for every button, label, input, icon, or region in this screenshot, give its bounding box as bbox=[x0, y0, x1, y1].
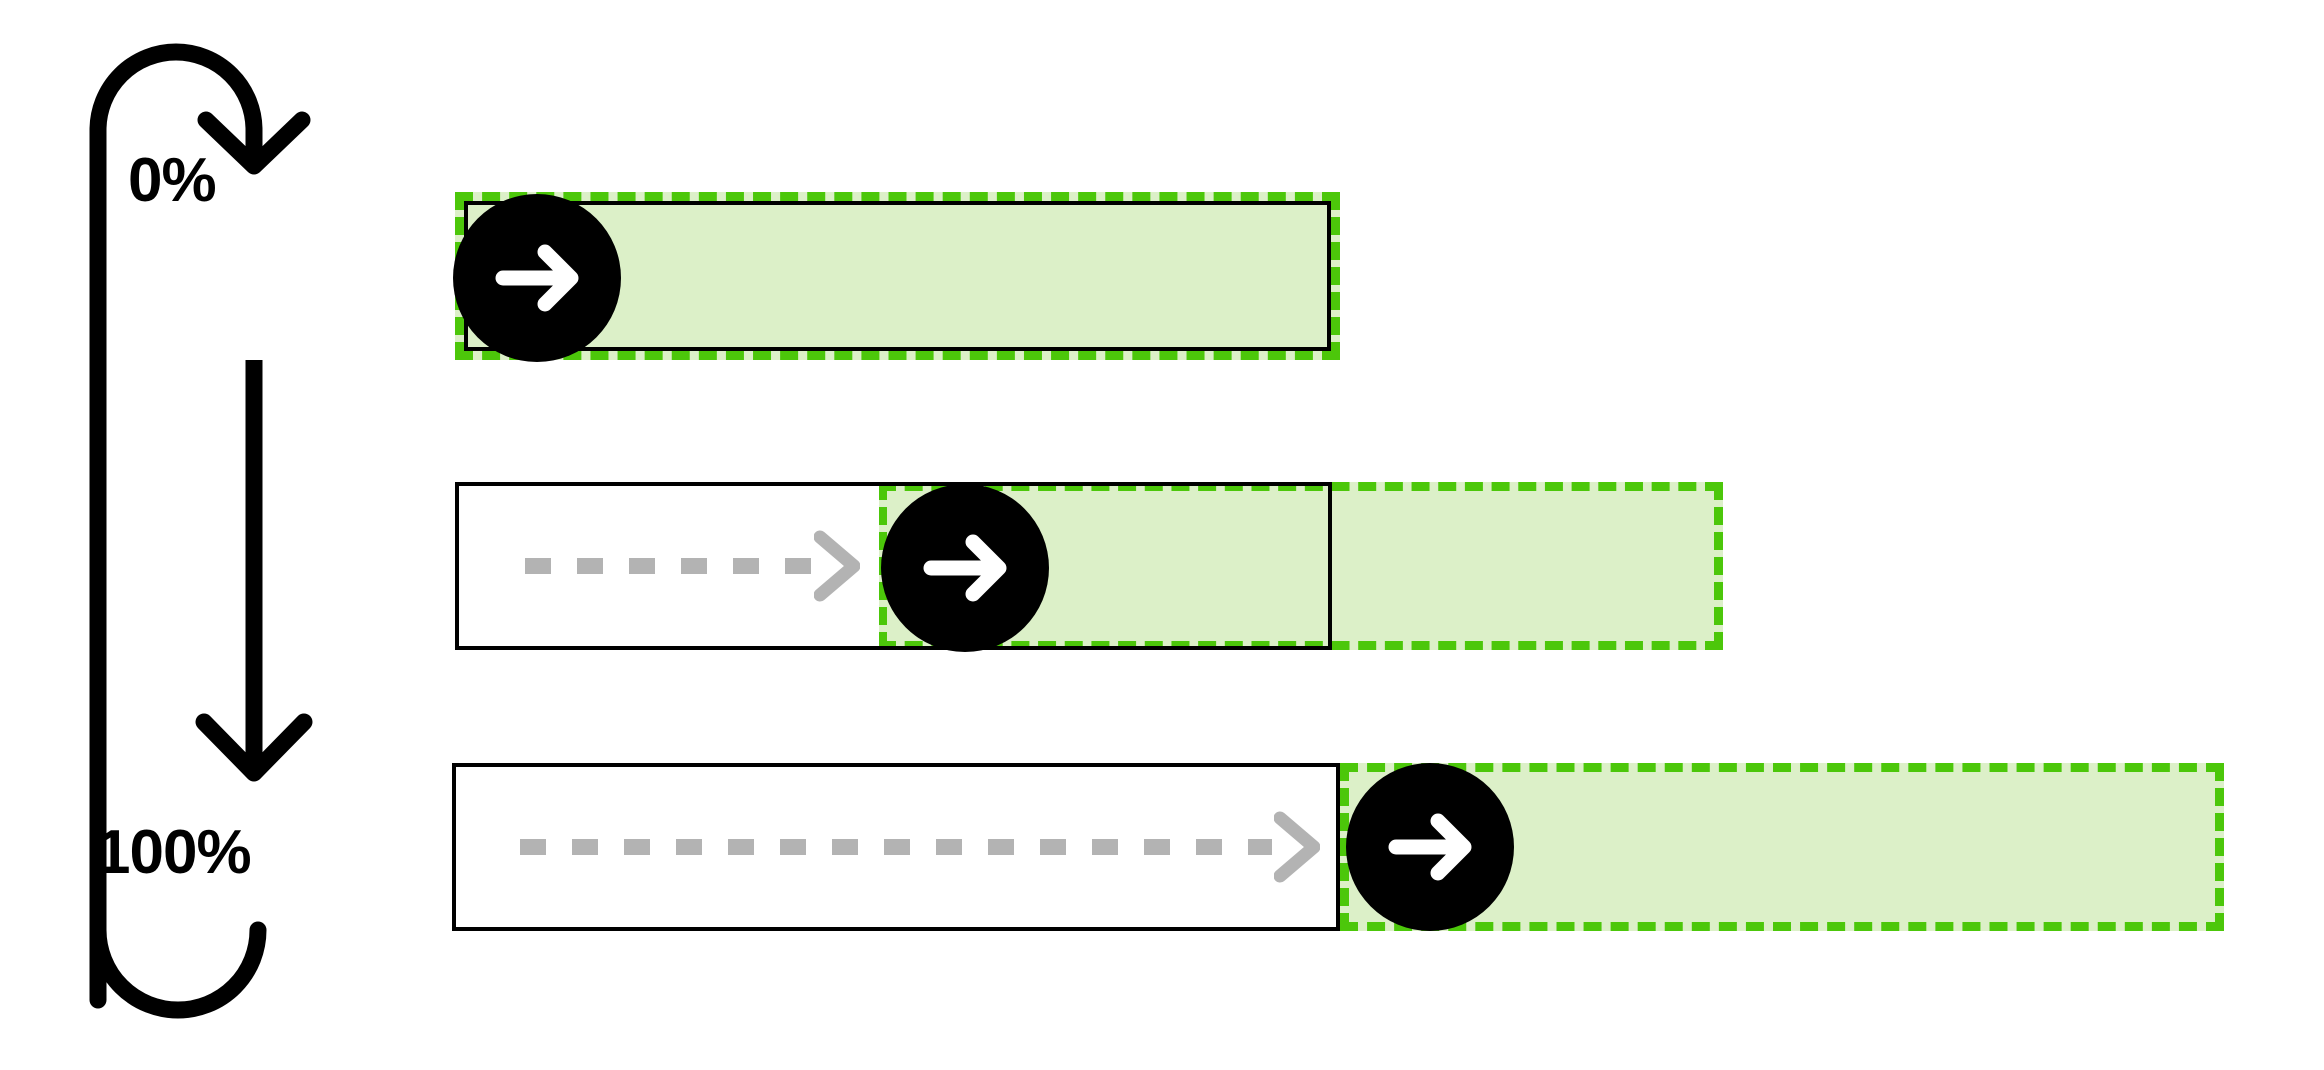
cycle-top-label: 0% bbox=[128, 146, 217, 215]
ghost-progress-track-row-mid bbox=[525, 530, 860, 602]
cycle-bottom-label: 100% bbox=[96, 818, 252, 887]
ghost-progress-track-row-100 bbox=[520, 811, 1320, 883]
arrow-right-icon bbox=[1388, 813, 1472, 881]
cycle-bottom-arrowhead bbox=[195, 713, 313, 782]
arrow-right-icon bbox=[495, 244, 579, 312]
cycle-top-arrowhead bbox=[197, 111, 311, 175]
ghost-arrow-head-icon bbox=[1274, 811, 1320, 883]
progress-knob-row-0[interactable] bbox=[453, 194, 621, 362]
progress-knob-row-mid[interactable] bbox=[881, 484, 1049, 652]
track-outline-top-row-mid bbox=[455, 482, 1332, 650]
ghost-arrow-head-icon bbox=[814, 530, 860, 602]
ghost-dashed-line bbox=[525, 558, 812, 574]
progress-knob-row-100[interactable] bbox=[1346, 763, 1514, 931]
arrow-right-icon bbox=[923, 534, 1007, 602]
ghost-dashed-line bbox=[520, 839, 1272, 855]
